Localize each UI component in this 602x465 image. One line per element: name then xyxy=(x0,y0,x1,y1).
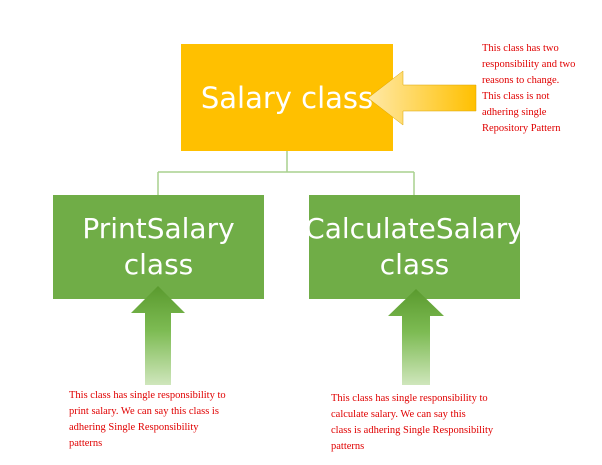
salary-class-label: Salary class xyxy=(200,80,374,115)
note-print-salary: This class has single responsibility to … xyxy=(69,390,226,449)
print-salary-class-box: PrintSalary class xyxy=(53,195,264,299)
note-salary-class: This class has two responsibility and tw… xyxy=(482,43,576,134)
calculate-salary-line2: class xyxy=(379,248,450,281)
salary-class-box: Salary class xyxy=(181,44,393,151)
note-calculate-salary: This class has single responsibility to … xyxy=(331,393,494,452)
print-salary-line1: PrintSalary xyxy=(82,212,235,245)
print-salary-line2: class xyxy=(123,248,194,281)
left-arrow-to-salary xyxy=(367,70,477,126)
calculate-salary-class-box: CalculateSalary class xyxy=(305,195,524,299)
calculate-salary-line1: CalculateSalary xyxy=(305,212,524,245)
up-arrow-to-calculate-salary xyxy=(388,289,444,385)
up-arrow-to-print-salary xyxy=(131,286,185,385)
